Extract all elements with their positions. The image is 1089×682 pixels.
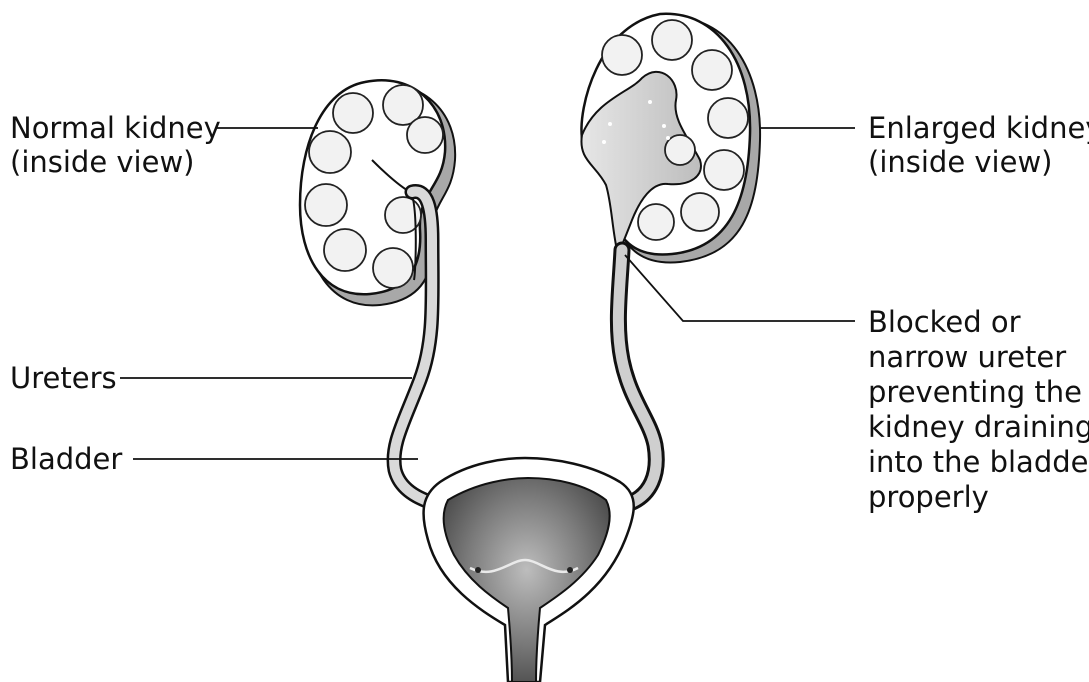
blocked-ureter-label-line-6: properly xyxy=(868,480,1089,515)
bladder-label-text: Bladder xyxy=(10,442,122,476)
blocked-ureter-label-line-2: narrow ureter xyxy=(868,340,1089,375)
right-ureter xyxy=(618,250,656,503)
ureters-label: Ureters xyxy=(10,361,117,395)
ureters-label-text: Ureters xyxy=(10,361,117,395)
normal-kidney-label: Normal kidney (inside view) xyxy=(10,111,221,179)
enlarged-kidney-label: Enlarged kidney (inside view) xyxy=(868,111,1089,179)
bladder xyxy=(424,458,634,682)
normal-kidney-label-line-1: Normal kidney xyxy=(10,111,221,145)
blocked-ureter-label-line-3: preventing the xyxy=(868,375,1089,410)
enlarged-kidney xyxy=(581,14,760,263)
blocked-ureter-leader xyxy=(625,255,855,321)
normal-kidney-label-line-2: (inside view) xyxy=(10,145,221,179)
blocked-ureter-label: Blocked or narrow ureter preventing the … xyxy=(868,305,1089,515)
blocked-ureter-label-line-5: into the bladder xyxy=(868,445,1089,480)
enlarged-kidney-label-line-1: Enlarged kidney xyxy=(868,111,1089,145)
bladder-label: Bladder xyxy=(10,442,122,476)
blocked-ureter-label-line-4: kidney draining xyxy=(868,410,1089,445)
enlarged-kidney-label-line-2: (inside view) xyxy=(868,145,1089,179)
blocked-ureter-label-line-1: Blocked or xyxy=(868,305,1089,340)
